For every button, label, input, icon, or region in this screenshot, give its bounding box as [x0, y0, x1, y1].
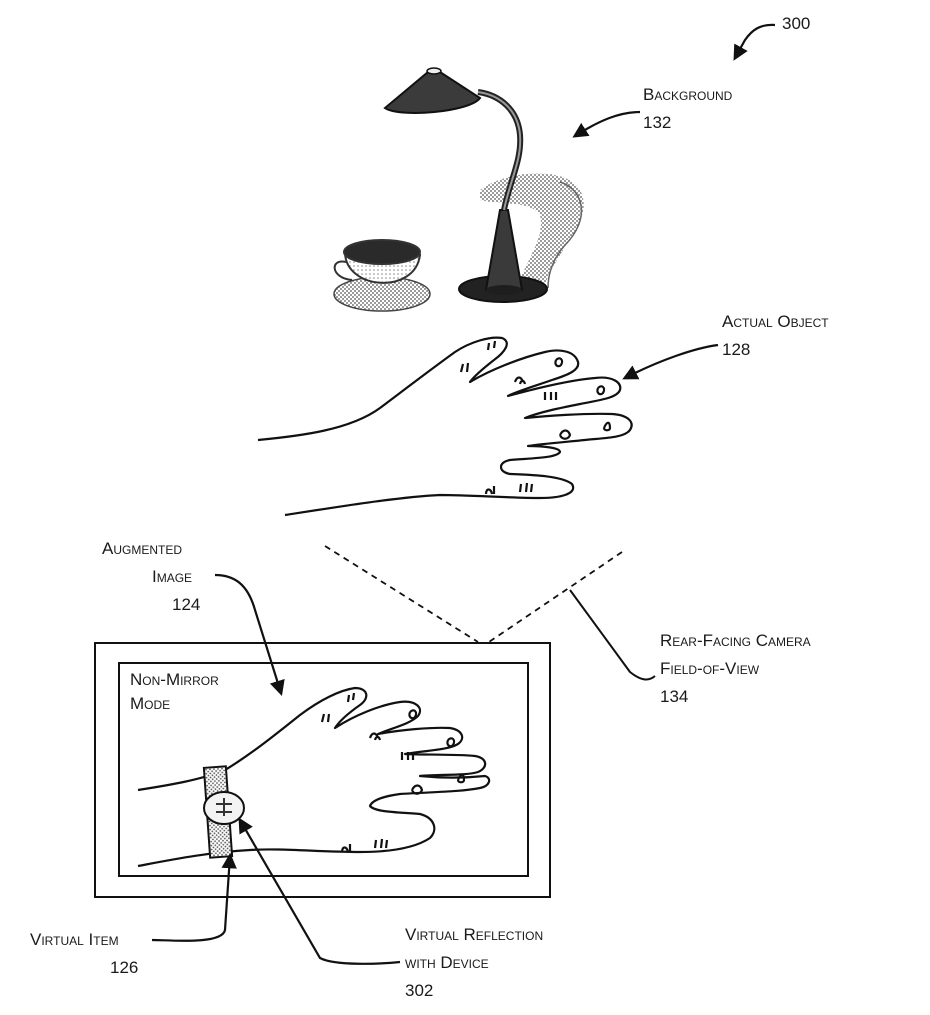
background-label: Background 132	[643, 81, 732, 137]
mode-label: Non-Mirror Mode	[130, 668, 219, 716]
lamp-body	[484, 209, 524, 291]
actual-object-text: Actual Object	[722, 312, 829, 331]
augmented-image-number: 124	[172, 595, 201, 614]
ref-300-arrow	[733, 23, 776, 61]
mode-line2: Mode	[130, 694, 171, 713]
ref-300-number: 300	[782, 14, 811, 33]
augmented-image-arrow	[214, 573, 285, 696]
actual-object-arrow	[622, 343, 719, 380]
virtual-reflection-label: Virtual Reflection with Device 302	[405, 921, 543, 1005]
fov-leader-line	[569, 589, 656, 681]
virtual-reflection-line2: with Device	[405, 953, 489, 972]
camera-fov-number: 134	[660, 687, 689, 706]
mode-line1: Non-Mirror	[130, 670, 219, 689]
background-text: Background	[643, 85, 733, 104]
virtual-item-number: 126	[110, 958, 139, 977]
virtual-item-text: Virtual Item	[30, 930, 119, 949]
virtual-hand	[137, 686, 491, 868]
augmented-image-line2: Image	[152, 567, 193, 586]
actual-object-label: Actual Object 128	[722, 308, 829, 364]
camera-fov-lines	[324, 545, 623, 643]
actual-hand	[257, 336, 633, 517]
virtual-item-arrow	[151, 852, 237, 942]
actual-object-number: 128	[722, 340, 751, 359]
augmented-image-label: Augmented Image 124	[102, 535, 200, 619]
lamp-shade	[383, 71, 482, 114]
virtual-reflection-arrow	[238, 817, 401, 965]
augmented-image-line1: Augmented	[102, 539, 183, 558]
camera-fov-line2: Field-of-View	[660, 659, 760, 678]
background-scene	[333, 67, 584, 312]
virtual-item-label: Virtual Item 126	[30, 926, 138, 982]
camera-fov-line1: Rear-Facing Camera	[660, 631, 811, 650]
ref-300-label: 300	[782, 10, 810, 38]
camera-fov-label: Rear-Facing Camera Field-of-View 134	[660, 627, 811, 711]
virtual-reflection-number: 302	[405, 981, 434, 1000]
background-arrow	[572, 110, 641, 138]
virtual-reflection-line1: Virtual Reflection	[405, 925, 544, 944]
background-number: 132	[643, 113, 672, 132]
virtual-watch	[202, 765, 245, 859]
